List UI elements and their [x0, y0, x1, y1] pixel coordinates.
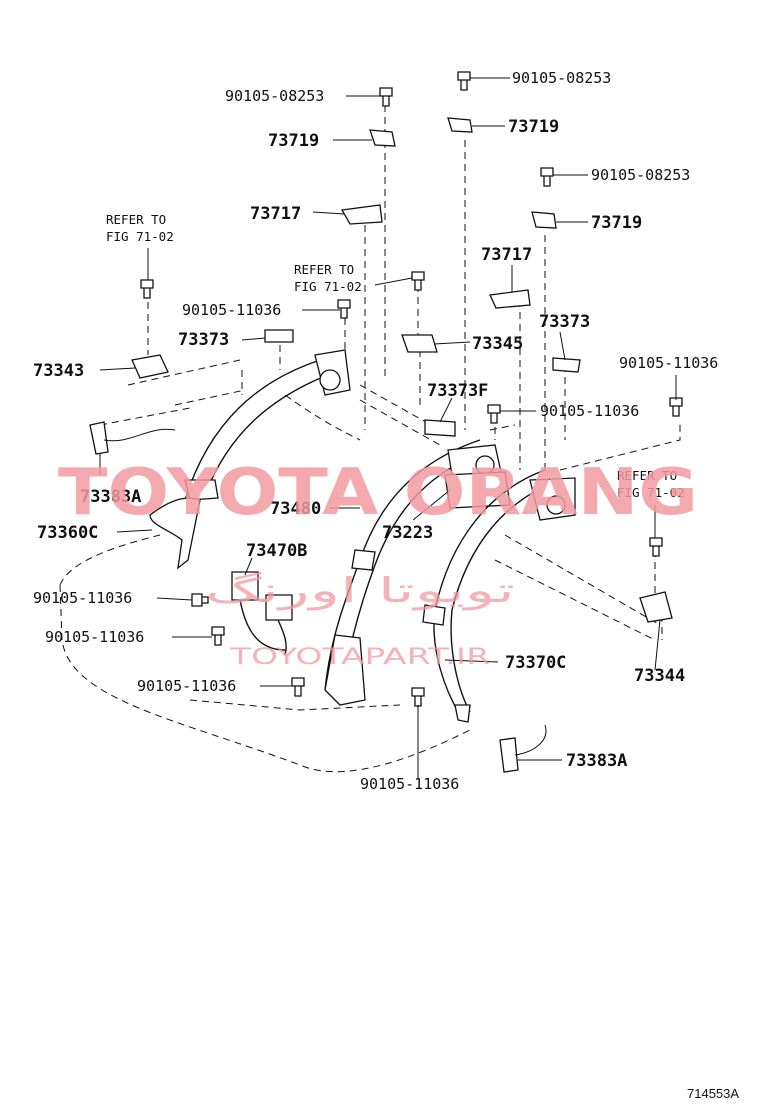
label-bolt-lower-3: 90105-11036 — [137, 677, 236, 695]
label-bolt-lower-1: 90105-11036 — [33, 589, 132, 607]
anchor-center — [447, 117, 473, 133]
plate-left — [131, 354, 169, 379]
sensor-right — [499, 724, 547, 773]
guide-center-f — [424, 419, 456, 437]
label-cover-right: 73717 — [481, 245, 532, 265]
label-bolt-lower-2: 90105-11036 — [45, 628, 144, 646]
label-guide-center-f: 73373F — [427, 381, 488, 401]
label-anchor-right: 73719 — [591, 213, 642, 233]
watermark-persian: تویوتا اورنگ — [205, 571, 515, 611]
label-buckle: 73470B — [246, 541, 307, 561]
label-anchor-center: 73719 — [508, 117, 559, 137]
reference-note-left: REFER TO FIG 71-02 — [106, 212, 174, 244]
reference-note-right: REFER TO FIG 71-02 — [617, 468, 685, 500]
label-bolt-top-left: 90105-08253 — [225, 87, 324, 105]
bolt-icons — [140, 71, 683, 707]
reference-note-center: REFER TO FIG 71-02 — [294, 262, 362, 294]
sensor-left — [89, 421, 176, 455]
label-retractor-center: 73223 — [382, 523, 433, 543]
label-plate-right: 73344 — [634, 666, 685, 686]
label-guide-right: 73373 — [539, 312, 590, 332]
guide-center — [401, 334, 438, 353]
belt-right — [422, 469, 576, 723]
reference-line-1: REFER TO — [294, 262, 354, 277]
reference-line-1: REFER TO — [106, 212, 166, 227]
reference-line-2: FIG 71-02 — [617, 485, 685, 500]
anchor-right — [531, 211, 557, 229]
reference-line-1: REFER TO — [617, 468, 677, 483]
solid-leaders — [99, 77, 677, 778]
plate-right — [639, 591, 673, 623]
label-bolt-mid-center: 90105-11036 — [540, 402, 639, 420]
label-sensor-left: 73383A — [80, 487, 141, 507]
watermark-main: TOYOTA ORANG — [58, 456, 698, 530]
diagram-code: 714553A — [687, 1086, 739, 1101]
label-plate-left: 73343 — [33, 361, 84, 381]
guide-right — [552, 357, 581, 373]
reference-line-2: FIG 71-02 — [106, 229, 174, 244]
label-bolt-upper-left: 90105-11036 — [182, 301, 281, 319]
label-sensor-right: 73383A — [566, 751, 627, 771]
label-belt-right: 73370C — [505, 653, 566, 673]
seat-outline — [59, 359, 681, 773]
cover-left — [340, 204, 383, 225]
watermark-site: TOYOTAPART.IR — [228, 645, 490, 670]
label-guide-left: 73373 — [178, 330, 229, 350]
label-belt-center: 73480 — [270, 499, 321, 519]
dashed-leaders — [147, 105, 663, 640]
label-bolt-top-right: 90105-08253 — [591, 166, 690, 184]
cover-right — [489, 289, 531, 309]
label-guide-center: 73345 — [472, 334, 523, 354]
label-belt-left: 73360C — [37, 523, 98, 543]
label-bolt-right: 90105-11036 — [619, 354, 718, 372]
label-bolt-bottom: 90105-11036 — [360, 775, 459, 793]
reference-line-2: FIG 71-02 — [294, 279, 362, 294]
buckle-assembly — [231, 571, 293, 656]
label-anchor-left: 73719 — [268, 131, 319, 151]
belt-center — [324, 439, 511, 706]
label-cover-left: 73717 — [250, 204, 301, 224]
label-bolt-top-center: 90105-08253 — [512, 69, 611, 87]
belt-left — [149, 349, 351, 570]
guide-left — [264, 329, 294, 343]
anchor-left — [369, 129, 396, 147]
